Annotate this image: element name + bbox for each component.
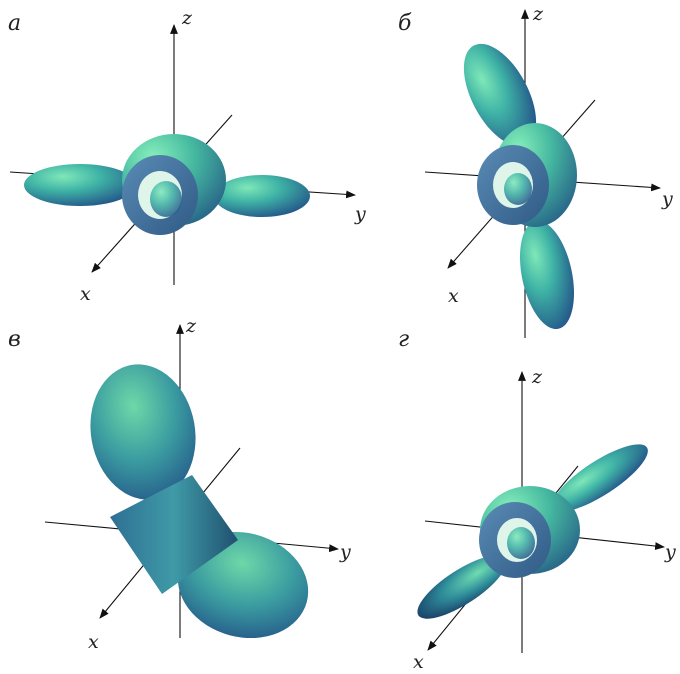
z-axis-label: z [185,315,197,337]
z-axis-label: z [531,366,543,388]
right-lobe [214,175,310,217]
cylinder-body [110,475,238,594]
lower-left-lobe [417,555,507,619]
panel-label-c: в [8,327,21,352]
panel-label-d: г [398,327,409,352]
panel-label-a: а [8,11,21,36]
x-axis-label: x [413,651,424,673]
torus-inner [507,527,535,559]
torus-inner [504,173,532,205]
upper-right-lobe [552,444,648,512]
z-axis-label: z [181,7,193,29]
lower-lobe [520,220,574,330]
panel-d: г z y x [398,327,676,673]
panel-c: в z y x [8,315,351,653]
left-lobe [24,164,136,206]
panel-label-b: б [398,11,412,36]
y-axis-label: y [339,541,351,563]
panel-a: а z y x [8,7,366,305]
upper-lobe [90,364,196,500]
upper-lobe [463,43,537,147]
torus-inner [150,181,182,217]
x-axis-label: x [88,631,99,653]
y-axis-label: y [354,203,366,225]
y-axis-label: y [664,541,676,563]
z-axis-label: z [532,3,544,25]
y-axis-label: y [661,188,673,210]
panel-b: б z y x [398,3,673,338]
x-axis-label: x [448,285,459,307]
x-axis-label: x [80,283,91,305]
